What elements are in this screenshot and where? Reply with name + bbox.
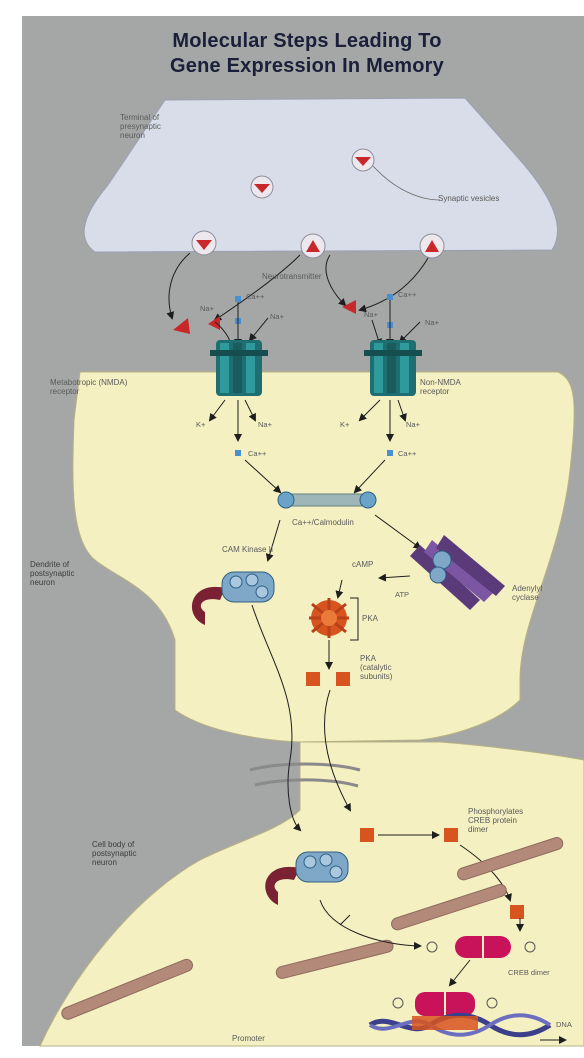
label-phosphorylates: Phosphorylates CREB protein dimer [468, 807, 523, 834]
label-k-right: K+ [340, 420, 349, 429]
label-ca-mid-right: Ca++ [398, 449, 416, 458]
label-nmda-receptor: Metabotropic (NMDA) receptor [50, 378, 127, 396]
pka-catalytic-subunit [306, 672, 320, 686]
label-ca-top-right: Ca++ [398, 290, 416, 299]
synaptic-vesicle [301, 234, 325, 258]
label-calmodulin: Ca++/Calmodulin [292, 518, 354, 527]
label-na-right-b: Na+ [425, 318, 439, 327]
label-na-lower-right: Na+ [406, 420, 420, 429]
label-adenylyl-cyclase: Adenylyl cyclase [512, 584, 542, 602]
nmda-receptor [210, 340, 268, 396]
label-synaptic-vesicles: Synaptic vesicles [438, 194, 499, 203]
non-nmda-receptor [364, 340, 422, 396]
label-dna: DNA [556, 1020, 572, 1029]
label-pka-subunits: PKA (catalytic subunits) [360, 654, 392, 681]
pka-catalytic-subunit [360, 828, 374, 842]
label-camp: cAMP [352, 560, 373, 569]
label-non-nmda-receptor: Non-NMDA receptor [420, 378, 461, 396]
title-line-1: Molecular Steps Leading To [30, 30, 584, 53]
synaptic-vesicle [192, 231, 216, 255]
label-na-left-b: Na+ [270, 312, 284, 321]
pka-catalytic-subunit [444, 828, 458, 842]
label-na-left-a: Na+ [200, 304, 214, 313]
label-presynaptic-terminal: Terminal of presynaptic neuron [120, 113, 161, 140]
calmodulin-complex [278, 492, 376, 508]
label-na-lower-left: Na+ [258, 420, 272, 429]
pka-catalytic-subunit [336, 672, 350, 686]
label-pka: PKA [362, 614, 378, 623]
label-bottom: Promoter [232, 1034, 265, 1043]
label-cell-body: Cell body of postsynaptic neuron [92, 840, 136, 867]
label-ca-top-left: Ca++ [246, 292, 264, 301]
synaptic-vesicle [251, 176, 273, 198]
title-line-2: Gene Expression In Memory [30, 55, 584, 78]
label-na-right-a: Na+ [364, 310, 378, 319]
label-k-left: K+ [196, 420, 205, 429]
label-cam-kinase: CAM Kinase II [222, 545, 273, 554]
pka-catalytic-subunit [510, 905, 524, 919]
label-neurotransmitter: Neurotransmitter [262, 272, 322, 281]
label-creb-dimer: CREB dimer [508, 968, 550, 977]
label-atp: ATP [395, 590, 409, 599]
synaptic-vesicle [420, 234, 444, 258]
label-ca-mid-left: Ca++ [248, 449, 266, 458]
synaptic-vesicle [352, 149, 374, 171]
label-dendrite: Dendrite of postsynaptic neuron [30, 560, 74, 587]
